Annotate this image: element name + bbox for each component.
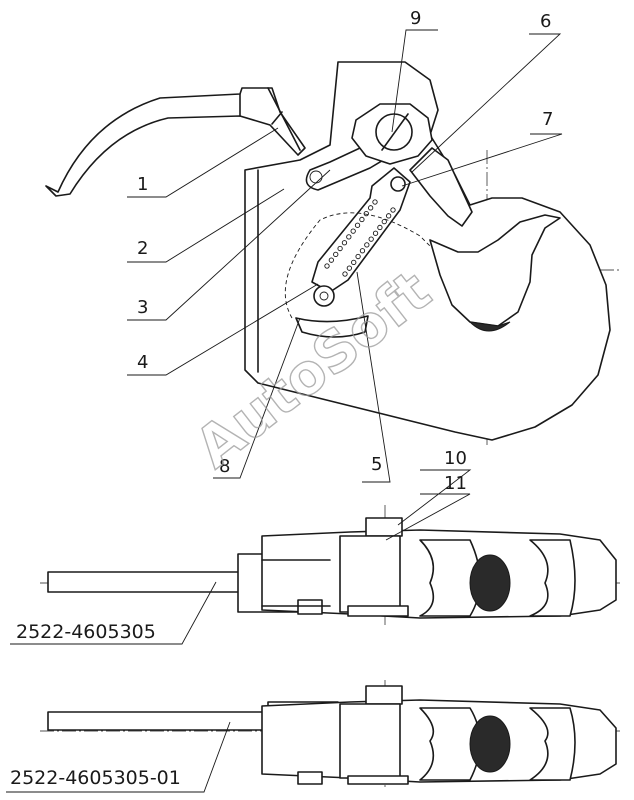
cam-pin	[375, 113, 413, 151]
jaw-hole	[469, 554, 511, 612]
handle-bracket	[239, 87, 301, 151]
pivot-block	[339, 535, 401, 613]
leader-11	[385, 493, 471, 541]
jaw-right	[529, 539, 576, 617]
callout-11: 11	[444, 473, 467, 494]
callout-9: 9	[410, 8, 421, 29]
callout-1: 1	[137, 174, 148, 195]
hook-side-view	[45, 61, 620, 445]
callout-8: 8	[219, 456, 230, 477]
hidden-contour	[284, 212, 433, 319]
jaw-hole-2	[469, 715, 511, 773]
throat-seat	[468, 321, 511, 332]
leaders-top	[127, 29, 563, 483]
hook-plan-view-1	[40, 505, 620, 625]
leader-10	[397, 469, 472, 526]
hook-plan-view-2	[40, 680, 620, 790]
leader-variant-2	[6, 721, 231, 793]
nut-2	[347, 605, 409, 617]
release-handle	[45, 87, 306, 197]
callout-10: 10	[444, 448, 467, 469]
bolt-head	[365, 517, 403, 537]
bolt-head-2	[365, 685, 403, 705]
hook-throat	[429, 214, 561, 327]
handle-bar-2	[47, 711, 279, 731]
spring-coil	[324, 199, 396, 277]
callout-7: 7	[542, 109, 553, 130]
nut-4	[347, 775, 409, 785]
jaw-right-2	[529, 707, 576, 781]
handle-bar	[47, 571, 241, 593]
leader-variant-1	[10, 581, 217, 645]
spring-rod	[311, 167, 411, 307]
nut-3	[297, 771, 323, 785]
nut	[297, 599, 323, 615]
variant-code-2: 2522-4605305-01	[10, 767, 181, 789]
hook-body	[244, 61, 611, 441]
callout-5: 5	[371, 454, 382, 475]
callout-3: 3	[137, 297, 148, 318]
locking-pawl	[409, 147, 473, 227]
callout-6: 6	[540, 11, 551, 32]
cam-slot	[381, 113, 409, 151]
guide-slot	[295, 315, 369, 338]
variant-code-1: 2522-4605305	[16, 621, 156, 643]
callout-4: 4	[137, 352, 148, 373]
pivot-block-2	[339, 703, 401, 779]
callout-2: 2	[137, 238, 148, 259]
